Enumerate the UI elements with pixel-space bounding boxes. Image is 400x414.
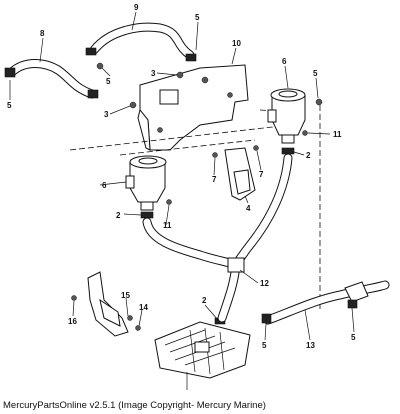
bolt-7 (212, 152, 218, 158)
callout-5: 5 (313, 69, 318, 78)
assembly-line (119, 139, 256, 156)
assembly-line (259, 109, 291, 113)
hose-8 (4, 59, 99, 99)
callout-16: 16 (68, 317, 77, 326)
engine-block (154, 321, 251, 390)
bolt-15 (127, 315, 133, 321)
callout-2: 2 (116, 211, 121, 220)
clamp-hose-13-left (261, 313, 272, 324)
bracket-15 (87, 271, 129, 337)
clamp-hose-9-right (185, 53, 197, 62)
callout-2: 2 (306, 151, 311, 160)
clamp-hose-9-left (85, 47, 97, 56)
callout-5: 5 (106, 77, 111, 86)
callout-5: 5 (351, 333, 356, 342)
callout-5: 5 (262, 341, 267, 350)
callout-6: 6 (102, 181, 107, 190)
clamp-2-left (140, 211, 154, 219)
copyright-caption: MercuryPartsOnline v2.5.1 (Image Copyrig… (3, 400, 266, 411)
clamp-hose-8-right (87, 89, 99, 99)
bracket-10-cutout (159, 89, 179, 105)
nut-3 (129, 101, 137, 109)
callout-7: 7 (212, 175, 217, 184)
bracket-10-hole (157, 127, 163, 133)
clamp-2-right (281, 147, 295, 155)
callout-5: 5 (195, 13, 200, 22)
bolt-7 (253, 145, 259, 151)
callout-11: 11 (333, 130, 342, 139)
callout-3: 3 (151, 69, 156, 78)
nut-5 (96, 62, 104, 70)
nut-5 (315, 98, 323, 106)
callout-6: 6 (282, 57, 287, 66)
hose-13-fitting (344, 281, 369, 303)
callout-13: 13 (306, 341, 315, 350)
hose-9 (85, 22, 197, 62)
callout-7: 7 (259, 170, 264, 179)
nut-3 (176, 71, 184, 79)
canister-6-right (267, 88, 306, 144)
callout-11: 11 (163, 221, 172, 230)
callout-14: 14 (139, 303, 148, 312)
callout-5: 5 (7, 101, 12, 110)
clamp-hose-13-right (347, 299, 358, 309)
bolt-11 (166, 199, 172, 205)
engine-fitting (194, 341, 210, 353)
callout-12: 12 (260, 279, 269, 288)
callout-9: 9 (134, 3, 139, 12)
hose-12 (142, 153, 293, 323)
bolt-14 (135, 325, 141, 331)
hose-13 (261, 280, 390, 325)
callout-2: 2 (202, 296, 207, 305)
clamp-hose-8-left (4, 67, 16, 78)
callout-4: 4 (246, 204, 251, 213)
callout-3: 3 (104, 110, 109, 119)
bracket-4 (224, 147, 256, 201)
bracket-10-hole (201, 76, 209, 84)
assembly-line (69, 124, 291, 151)
callout-10: 10 (232, 39, 241, 48)
canister-6-left (125, 155, 167, 211)
callout-15: 15 (121, 291, 130, 300)
bolt-16 (71, 295, 77, 301)
bracket-10 (137, 64, 249, 151)
bracket-10-hole (227, 92, 233, 98)
bolt-11 (302, 130, 308, 136)
hose-12-y-fitting (227, 257, 245, 273)
callout-8: 8 (40, 29, 45, 38)
